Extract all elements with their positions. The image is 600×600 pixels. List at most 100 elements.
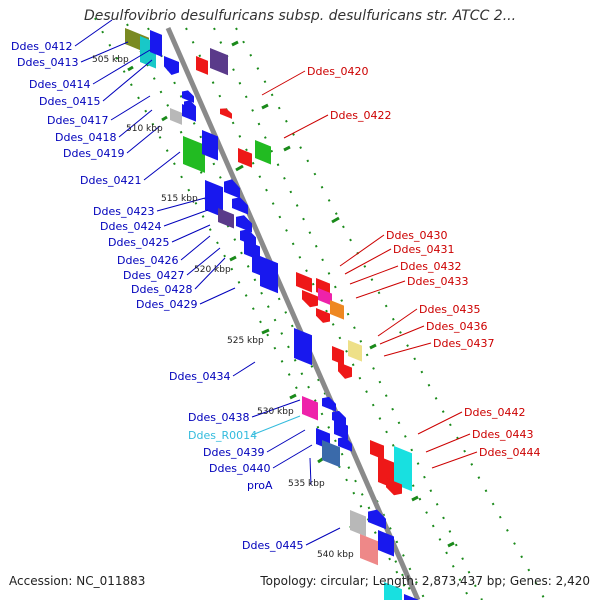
kbp-label-4: 520 kbp [194,265,231,275]
gene-feature-14 [238,148,252,168]
gene-feature-15 [255,140,271,165]
gene-block [218,208,234,229]
gene-block [322,440,340,468]
right-leader-line-7 [377,308,418,337]
gene-arrow [316,308,330,323]
left-gene-label-14: Ddes_0428 [131,283,192,296]
gene-block [170,108,182,125]
gene-block [348,340,362,362]
right-leader-line-1 [261,70,306,96]
left-gene-label-10: Ddes_0424 [100,220,161,233]
gene-block [238,148,252,168]
right-gene-label-9: Ddes_0437 [433,337,494,350]
gene-feature-24 [260,256,278,294]
left-gene-label-21: proA [247,479,273,492]
gene-block [296,272,312,293]
gene-arrow [368,509,386,530]
gene-block [182,104,196,122]
major-tick-7 [331,216,340,224]
major-tick-16 [447,541,455,548]
left-leader-line-5 [110,95,151,121]
right-gene-label-5: Ddes_0432 [400,260,461,273]
left-leader-line-11 [171,224,211,243]
gene-block [330,300,344,320]
left-leader-line-16 [232,361,256,377]
left-leader-line-4 [102,59,153,102]
gene-block [196,56,208,75]
right-gene-label-4: Ddes_0431 [393,243,454,256]
gene-arrow [338,436,352,452]
left-gene-label-1: Ddes_0412 [11,40,72,53]
gene-feature-5 [196,56,208,75]
left-gene-label-20: Ddes_0440 [209,462,270,475]
left-leader-line-9 [156,197,206,212]
left-leader-line-12 [180,235,211,261]
gene-feature-45 [386,478,402,496]
left-leader-line-1 [74,19,113,47]
right-leader-line-6 [355,280,406,299]
left-gene-label-19: Ddes_0439 [203,446,264,459]
left-gene-label-18: Ddes_R0014 [188,429,257,442]
gene-block [302,396,318,421]
gene-feature-19 [232,197,248,215]
left-leader-line-3 [92,49,151,85]
left-leader-line-15 [199,287,236,305]
gene-block [260,256,278,294]
gene-feature-4 [164,56,179,76]
left-gene-label-2: Ddes_0413 [17,56,78,69]
gene-block [210,48,228,76]
gene-feature-17 [224,179,240,199]
kbp-label-2: 510 kbp [126,124,163,134]
right-gene-label-10: Ddes_0442 [464,406,525,419]
major-tick-11 [289,393,297,400]
left-leader-line-19 [266,429,306,453]
left-gene-label-11: Ddes_0425 [108,236,169,249]
kbp-label-5: 525 kbp [227,336,264,346]
gene-block [378,530,394,557]
gene-feature-12 [183,136,205,173]
kbp-label-7: 535 kbp [288,479,325,489]
kbp-label-3: 515 kbp [161,194,198,204]
major-tick-15 [411,495,419,502]
right-leader-line-12 [431,451,478,469]
major-tick-14 [369,343,377,350]
gene-block [255,140,271,165]
gene-feature-44 [394,446,412,492]
gene-arrow [386,478,402,496]
gene-arrow [302,290,318,308]
gene-block [360,534,378,566]
gene-block [244,240,260,261]
gene-feature-41 [322,440,340,468]
tick-row-4 [185,27,471,600]
gene-feature-31 [294,328,312,366]
gene-block [394,446,412,492]
right-gene-label-6: Ddes_0433 [407,275,468,288]
gene-block [384,582,402,600]
gene-feature-18 [218,208,234,229]
right-leader-line-11 [425,433,471,453]
left-leader-line-22 [305,527,341,546]
kbp-label-6: 530 kbp [257,407,294,417]
gene-feature-6 [210,48,228,76]
left-gene-label-13: Ddes_0427 [123,269,184,282]
gene-feature-34 [338,362,352,379]
map-title: Desulfovibrio desulfuricans subsp. desul… [83,8,517,24]
gene-block [150,30,162,57]
left-leader-line-10 [163,209,209,227]
gene-feature-25 [296,272,312,293]
major-tick-2 [161,115,168,122]
left-leader-line-6 [118,109,153,138]
gene-arrow [322,396,336,412]
left-gene-label-9: Ddes_0423 [93,205,154,218]
left-gene-label-7: Ddes_0419 [63,147,124,160]
tick-row-6 [235,27,546,600]
accession-text: Accession: NC_011883 [9,574,146,588]
right-gene-label-8: Ddes_0436 [426,320,487,333]
left-leader-line-2 [80,41,129,63]
left-gene-label-8: Ddes_0421 [80,174,141,187]
gene-feature-9 [170,108,182,125]
gene-feature-38 [334,420,348,440]
gene-block [294,328,312,366]
major-tick-10 [261,328,270,335]
tick-row-1 [94,17,413,600]
